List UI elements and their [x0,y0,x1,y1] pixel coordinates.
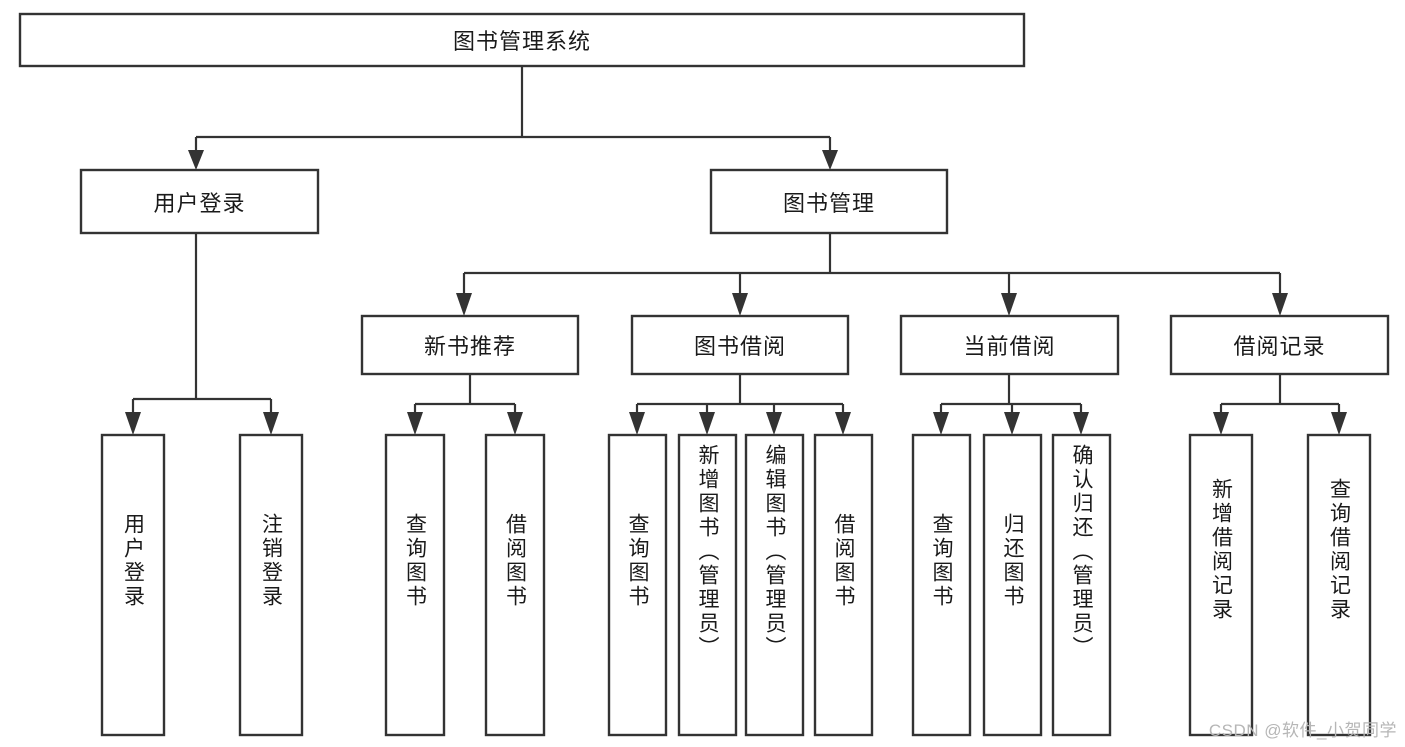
arrow-head-leaf-nb-query [407,412,423,435]
node-box-leaf-cb-return-book[interactable] [982,433,1043,737]
arrow-head-leaf-bb-borrow [835,412,851,435]
node-box-leaf-bb-add-book[interactable] [677,433,738,737]
node-box-leaf-rec-query-record[interactable] [1306,433,1372,737]
arrow-head-leaf-cb-query [933,412,949,435]
node-box-leaf-user-logout[interactable] [238,433,304,737]
node-box-leaf-cb-confirm-return[interactable] [1051,433,1112,737]
node-box-leaf-rec-add-record[interactable] [1188,433,1254,737]
node-box-group [18,12,1390,737]
arrow-head-leaf-user-login [125,412,141,435]
node-box-leaf-bb-edit-book[interactable] [744,433,805,737]
arrow-head-record [1272,293,1288,316]
arrow-head-leaf-bb-edit [766,412,782,435]
node-box-leaf-user-login[interactable] [100,433,166,737]
arrow-head-leaf-bb-add [699,412,715,435]
node-box-leaf-cb-query-book[interactable] [911,433,972,737]
connector-group [125,66,1347,435]
arrow-head-borrow [732,293,748,316]
arrow-head-leaf-cb-confirm [1073,412,1089,435]
arrow-head-leaf-bb-query [629,412,645,435]
arrow-head-userlogin [188,150,204,170]
node-box-book-borrow[interactable] [630,314,850,376]
node-box-root[interactable] [18,12,1026,68]
node-box-current-borrow[interactable] [899,314,1120,376]
node-box-leaf-nb-borrow-book[interactable] [484,433,546,737]
node-box-leaf-bb-query-book[interactable] [607,433,668,737]
arrow-head-newbook [456,293,472,316]
node-box-leaf-bb-borrow-book[interactable] [813,433,874,737]
node-box-user-login[interactable] [79,168,320,235]
arrow-head-leaf-user-logout [263,412,279,435]
arrow-head-bookmgmt [822,150,838,170]
arrow-head-current [1001,293,1017,316]
arrow-head-leaf-cb-return [1004,412,1020,435]
node-box-book-management[interactable] [709,168,949,235]
node-box-borrow-record[interactable] [1169,314,1390,376]
arrow-head-leaf-rec-add [1213,412,1229,435]
arrow-head-leaf-rec-query [1331,412,1347,435]
node-box-leaf-nb-query-book[interactable] [384,433,446,737]
arrow-head-leaf-nb-borrow [507,412,523,435]
node-box-new-book-recommend[interactable] [360,314,580,376]
